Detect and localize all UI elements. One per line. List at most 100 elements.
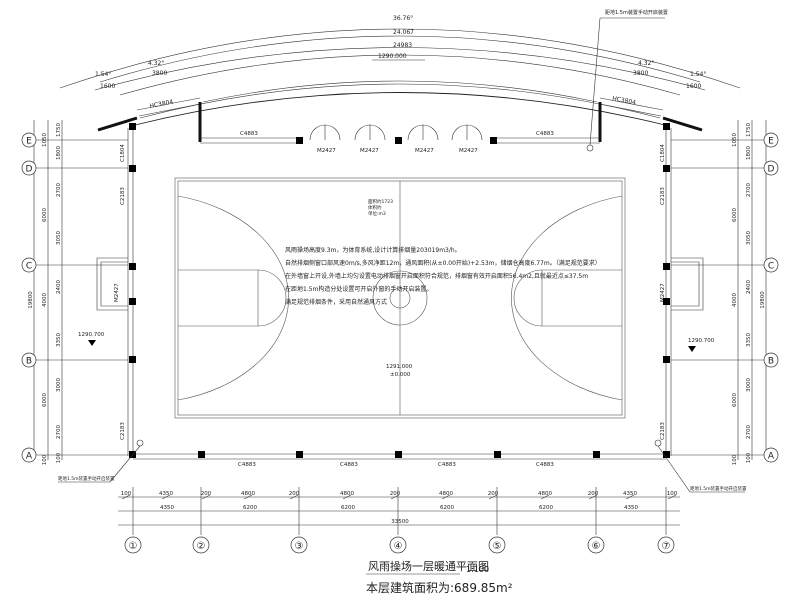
door-label-3: M2427 [415,148,434,154]
axis-label-left-A: A [26,452,33,462]
dim-r-inner-3: 3050 [746,231,752,245]
dim-bottom-r1-7: 4800 [439,491,453,497]
axis-bubble-right-B [763,352,779,368]
axis-label-right-E: E [768,137,774,147]
dim-tick-r1-1 [161,494,171,500]
dim-tick-r1-6 [390,494,400,500]
axis-label-left-D: D [26,165,33,175]
dim-tick-r1-8 [488,494,498,500]
dim-bottom-r1-0: 100 [121,491,132,497]
door-label-1: M2427 [317,148,336,154]
callout-top-right-text: 距地1.5m装置手动开启装置 [605,9,668,16]
top-dim-right-1: 4.32° [638,60,654,67]
note-line-4: 在距地1.5m构造分处设置可开启外窗的手动开启装置。 [285,285,432,293]
note-line-2: 自然排烟侧窗口部风速0m/s,多风净距12m，通风面积(从±0.00开始)+2.… [285,259,601,267]
manual-device-left-icon [136,439,144,447]
dim-l-inner-2: 2700 [56,183,62,197]
axis-bubble-left-B [21,352,37,368]
dimension-lines-bottom [118,496,680,526]
top-dim-left-1: 1.54° [95,71,111,78]
window-right-label-1: C1804 [660,144,666,162]
callout-top-right-leader [589,17,601,146]
dim-l-inner-8: 100 [56,452,62,463]
door-right-label: M2427 [660,283,666,302]
axis-bubble-left-E [21,132,37,148]
axis-bubble-left-C [21,257,37,273]
door-label-4: M2427 [459,148,478,154]
dim-tick-r1-9 [540,494,550,500]
note-line-1: 风雨操场高度9.3m，为体育系统,设计计算排烟量203019m3/h。 [285,246,461,254]
court-label-line3: 单位:m3 [368,210,386,217]
callout-bottom-left-leader [109,445,141,483]
elevation-center-1: 1291.000 [386,364,413,370]
top-dim-right-2: 1.54° [690,71,706,78]
dim-bottom-r1-12: 100 [667,491,678,497]
axis-bubble-right-E [763,132,779,148]
axis-label-3: ③ [295,541,304,552]
axis-bubble-right-A [763,447,779,463]
axis-label-right-C: C [768,262,774,272]
dim-l-inner-4: 2400 [56,280,62,294]
dim-tick-r1-11 [625,494,635,500]
dim-tick-r1-12 [667,494,677,500]
axis-bubble-1 [124,536,142,554]
dim-l-inner-5: 3350 [56,333,62,347]
dim-r-inner-6: 3000 [746,378,752,392]
dim-bottom-r1-4: 200 [289,491,300,497]
axis-bubble-4 [389,536,407,554]
dim-r-outer-3: 6000 [732,393,738,407]
dim-r-inner-5: 3350 [746,333,752,347]
window-right-label-2: C2183 [660,187,666,205]
dim-bottom-r1-8: 200 [488,491,499,497]
axis-label-left-B: B [26,357,32,367]
dimension-lines-left [33,120,63,460]
elevation-left-label: 1290.700 [78,332,105,338]
dim-r-inner-2: 2700 [746,183,752,197]
dim-bottom-r1-10: 200 [588,491,599,497]
dim-bottom-r1-9: 4800 [538,491,552,497]
door-label-2: M2427 [360,148,379,154]
dim-bottom-total: 33500 [391,519,409,525]
window-left-label-1: C1804 [120,144,126,162]
axis-label-left-C: C [26,262,32,272]
axis-bubble-7 [657,536,675,554]
axis-label-right-D: D [768,165,775,175]
dim-l-inner-7: 2700 [56,425,62,439]
top-dim-left-3: 1600 [100,83,115,90]
window-bottom-label-2: C4883 [340,462,358,468]
arc-chord-label: 24983 [393,42,412,49]
dim-bottom-r2-2: 6200 [341,505,355,511]
note-line-5: 满足规范排烟条件，采用自然通风方式 [285,298,387,306]
court-label-line2: 体积约 [368,204,382,211]
axis-label-6: ⑥ [592,541,601,552]
axis-label-7: ⑦ [662,541,671,552]
drawing-title: 风雨操场一层暖通平面图 [368,559,489,573]
dim-tick-r1-7 [441,494,451,500]
dim-bottom-r2-4: 6200 [539,505,553,511]
dimension-lines-right [737,120,767,460]
dim-bottom-r2-5: 4350 [624,505,638,511]
axis-label-left-E: E [26,137,32,147]
elevation-right-label: 1290.700 [688,338,715,344]
dim-r-inner-4: 2400 [746,280,752,294]
top-dim-left-4: 3800 [152,70,167,77]
axis-grid-lines [36,139,764,535]
arc-length-label: 24.067 [393,29,414,36]
dim-l-outer-4: 100 [42,454,48,465]
window-right-label-3: C2183 [660,422,666,440]
axis-bubble-3 [290,536,308,554]
dim-r-outer-1: 6000 [732,208,738,222]
dim-tick-r1-2 [201,494,211,500]
floor-area-label: 本层建筑面积为:689.85m² [366,580,513,595]
axis-label-4: ④ [394,541,403,552]
dim-r-inner-7: 2700 [746,425,752,439]
window-bottom-label-3: C4883 [438,462,456,468]
dim-l-outer-3: 6000 [42,393,48,407]
dim-tick-r1-4 [289,494,299,500]
dim-bottom-r1-5: 4800 [340,491,354,497]
window-top-label-1: C4883 [240,131,258,137]
dim-bottom-r1-6: 200 [390,491,401,497]
